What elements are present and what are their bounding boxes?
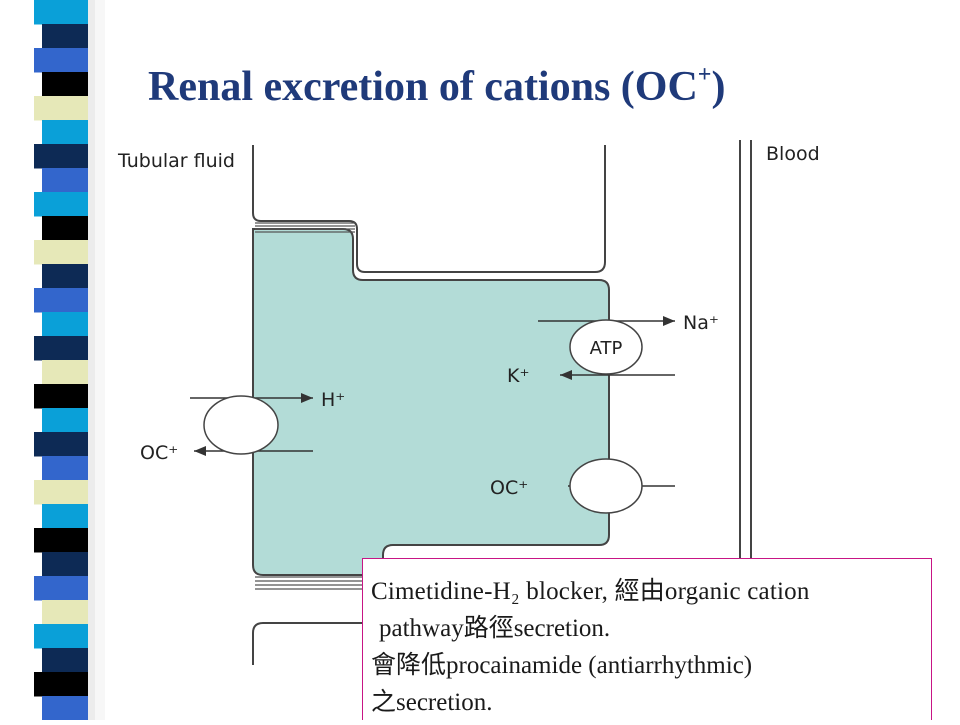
oc-left-label: OC⁺ — [140, 442, 178, 464]
k-label: K⁺ — [507, 365, 530, 387]
blood-label: Blood — [766, 143, 820, 165]
stripe-block — [42, 600, 88, 625]
oc-transporter-ellipse — [569, 458, 643, 514]
stripe-block — [34, 528, 88, 553]
h-label: H⁺ — [321, 389, 345, 411]
annotation-box: Cimetidine-H₂ blocker, 經由organic cation … — [362, 558, 932, 720]
stripe-block — [42, 360, 88, 385]
tubular-cell — [252, 228, 610, 576]
stripe-block — [34, 384, 88, 409]
stripe-block — [42, 168, 88, 193]
stripe-block — [42, 24, 88, 49]
stripe-block — [34, 192, 88, 217]
stripe-block — [34, 432, 88, 457]
stripe-block — [34, 480, 88, 505]
stripe-block — [34, 624, 88, 649]
stripe-block — [34, 336, 88, 361]
na-label: Na⁺ — [683, 312, 719, 334]
stripe-block — [42, 696, 88, 720]
slide-title: Renal excretion of cations (OC+) — [148, 62, 726, 110]
stripe-block — [34, 0, 88, 25]
stripe-block — [42, 312, 88, 337]
renal-cell-diagram: Tubular fluid Blood Na⁺ K⁺ ATP H⁺ OC⁺ OC… — [110, 125, 960, 720]
stripe-block — [34, 576, 88, 601]
annotation-line-4: 之secretion. — [371, 689, 493, 716]
stripe-block — [42, 456, 88, 481]
stripe-block — [42, 408, 88, 433]
stripe-block — [34, 672, 88, 697]
tight-junction-top — [255, 222, 355, 233]
stripe-block — [42, 216, 88, 241]
annotation-line-2: pathway路徑secretion. — [379, 615, 611, 642]
atp-pump-ellipse — [569, 319, 643, 375]
tight-junction-bottom — [255, 576, 380, 590]
antiporter-ellipse — [203, 395, 279, 455]
stripe-block — [42, 120, 88, 145]
stripe-block — [42, 504, 88, 529]
stripe-block — [42, 648, 88, 673]
stripe-block — [34, 96, 88, 121]
annotation-line-1: Cimetidine-H₂ blocker, 經由organic cation — [371, 578, 810, 605]
tubular-fluid-label: Tubular fluid — [117, 150, 235, 172]
upper-cell-outline — [252, 145, 606, 273]
atp-label: ATP — [590, 338, 623, 359]
oc-right-label: OC⁺ — [490, 477, 528, 499]
stripe-block — [34, 144, 88, 169]
stripe-block — [34, 48, 88, 73]
stripe-block — [42, 552, 88, 577]
stripe-block — [42, 72, 88, 97]
decorative-stripe-bar — [0, 0, 105, 720]
stripe-block — [34, 288, 88, 313]
stripe-block — [34, 240, 88, 265]
stripe-block — [42, 264, 88, 289]
annotation-line-3: 會降低procainamide (antiarrhythmic) — [371, 652, 753, 679]
